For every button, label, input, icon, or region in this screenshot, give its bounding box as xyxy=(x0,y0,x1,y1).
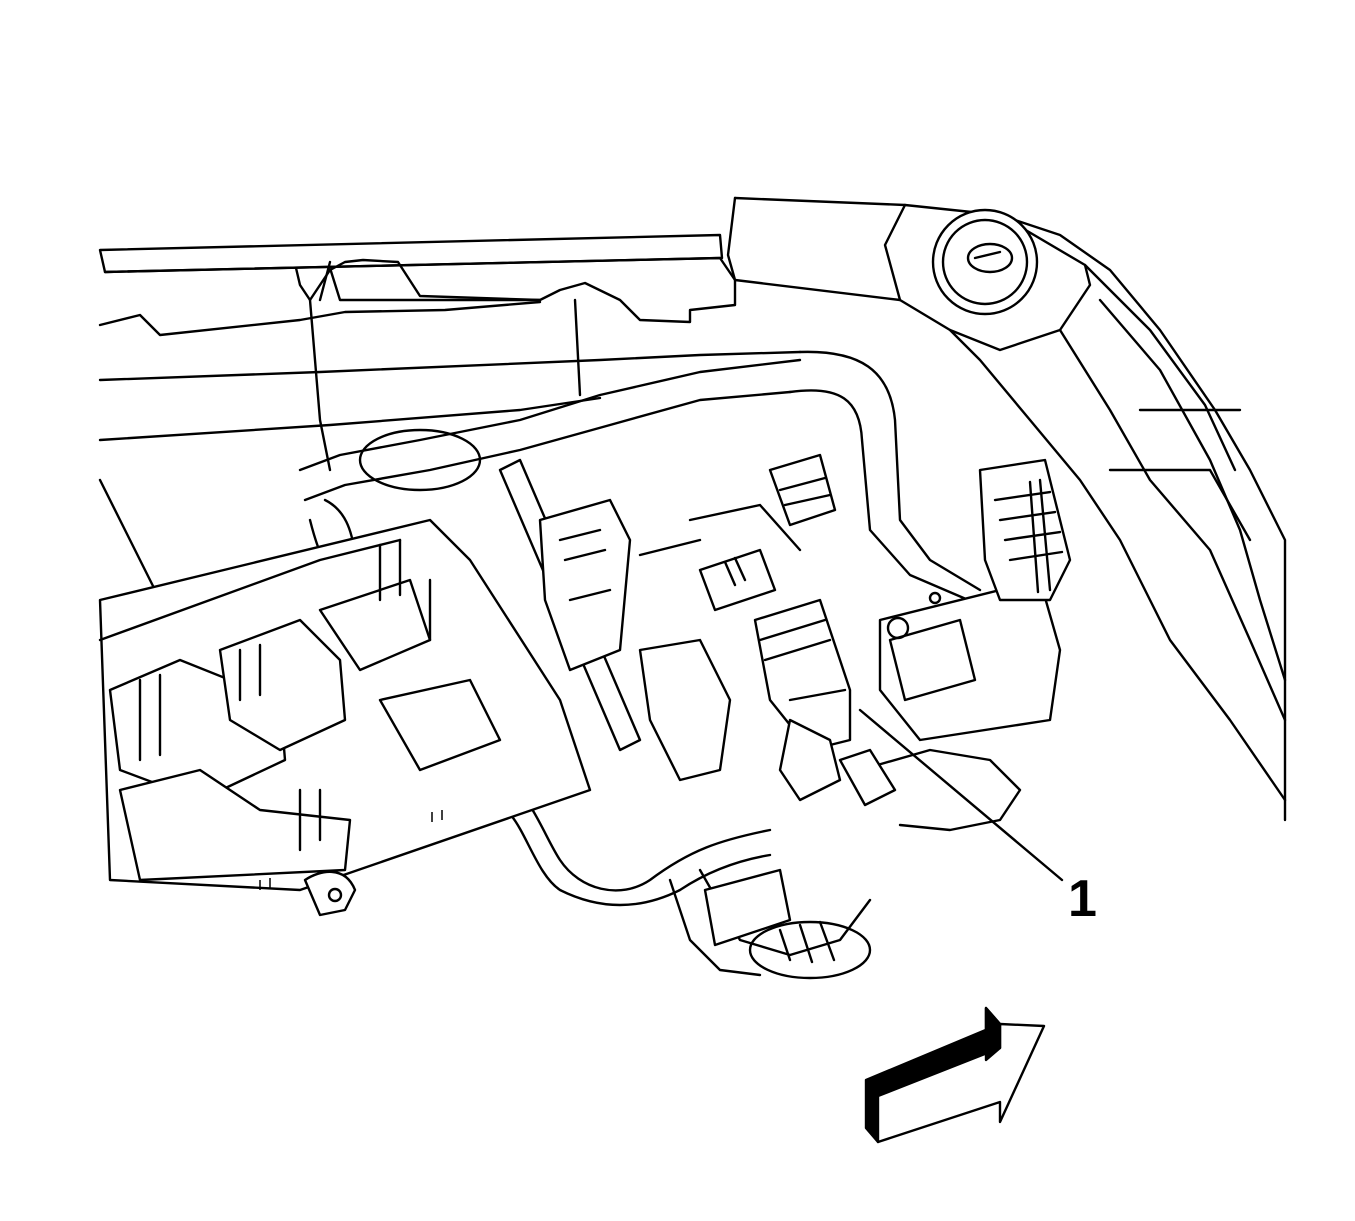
callout-label-1: 1 xyxy=(1068,870,1097,928)
strut-tower xyxy=(931,208,1039,316)
junction-block xyxy=(753,598,897,807)
harness-connectors xyxy=(638,453,837,612)
right-module xyxy=(878,458,1072,742)
wire-harness xyxy=(298,350,1022,980)
fuse-block xyxy=(98,518,592,917)
callout-leader-line xyxy=(858,708,1064,882)
relay-bracket xyxy=(498,458,732,782)
fender-apron xyxy=(726,196,1287,822)
front-direction-arrow-icon xyxy=(864,1006,1046,1144)
